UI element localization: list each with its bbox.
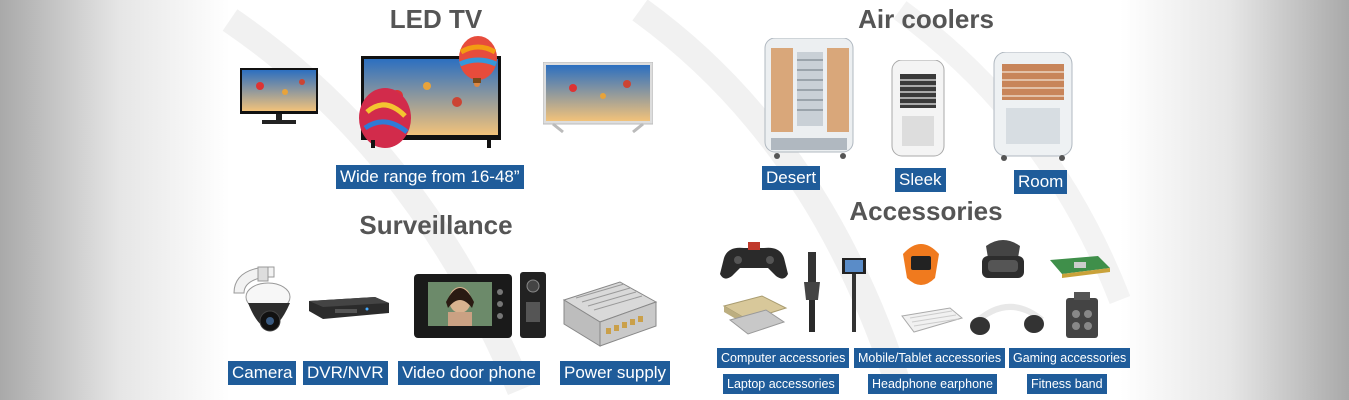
small-tv-image bbox=[240, 68, 318, 124]
accessory-label-computer: Computer accessories bbox=[717, 348, 850, 368]
surveillance-title: Surveillance bbox=[359, 210, 513, 240]
fitness-band-image bbox=[903, 244, 939, 285]
led-tv-label: Wide range from 16-48” bbox=[336, 165, 524, 189]
accessory-label-headphone-earphone: Headphone earphone bbox=[868, 374, 997, 394]
headphone-image bbox=[970, 304, 1044, 335]
accessory-label-gaming: Gaming accessories bbox=[1009, 348, 1131, 368]
dvr-image bbox=[309, 297, 389, 319]
led-tv-title: LED TV bbox=[389, 4, 483, 34]
pci-card-image bbox=[1050, 256, 1110, 278]
accessories-title: Accessories bbox=[849, 196, 1003, 226]
gamepad-image bbox=[720, 242, 788, 279]
speaker-image bbox=[1066, 292, 1098, 338]
large-tv-image bbox=[359, 36, 501, 148]
cooler-label-sleek: Sleek bbox=[895, 168, 946, 192]
air-coolers-title: Air coolers bbox=[858, 4, 994, 34]
cooler-label-room: Room bbox=[1014, 170, 1068, 194]
accessory-label-mobile-tablet: Mobile/Tablet accessories bbox=[854, 348, 1006, 368]
camera-image bbox=[233, 266, 291, 332]
room-cooler-image bbox=[993, 52, 1073, 161]
surveillance-label-video-door-phone: Video door phone bbox=[398, 361, 540, 385]
laptop-powerbank-image bbox=[722, 295, 788, 335]
keyboard-image bbox=[901, 307, 964, 333]
video-door-phone-image bbox=[414, 272, 546, 338]
silver-tv-image bbox=[543, 62, 653, 134]
cooler-label-desert: Desert bbox=[762, 166, 821, 190]
surveillance-label-dvr-nvr: DVR/NVR bbox=[303, 361, 388, 385]
desert-cooler-image bbox=[764, 38, 854, 159]
accessory-label-fitness-band: Fitness band bbox=[1027, 374, 1107, 394]
sleek-cooler-image bbox=[891, 60, 945, 157]
power-supply-image bbox=[562, 281, 658, 347]
vr-headset-image bbox=[982, 240, 1024, 278]
accessory-label-laptop: Laptop accessories bbox=[723, 374, 839, 394]
selfie-stick-image bbox=[842, 258, 866, 332]
surveillance-label-power-supply: Power supply bbox=[560, 361, 671, 385]
surveillance-label-camera: Camera bbox=[228, 361, 297, 385]
car-holder-image bbox=[804, 252, 820, 332]
